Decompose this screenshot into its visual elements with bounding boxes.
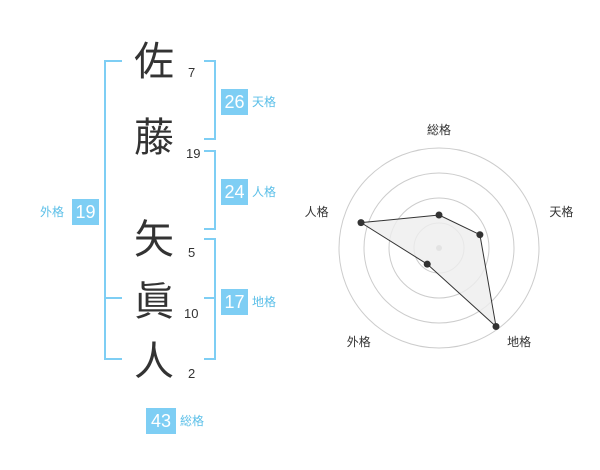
stroke-count-3: 5 xyxy=(188,245,196,260)
soukaku-label: 総格 xyxy=(180,414,205,428)
chikaku-label: 地格 xyxy=(252,295,277,309)
jinkaku-bracket xyxy=(204,150,216,230)
soukaku-value-badge: 43 xyxy=(146,408,176,434)
name-char-1: 佐 xyxy=(134,39,174,85)
gaikaku-value-badge: 19 xyxy=(72,199,99,225)
chikaku-bracket xyxy=(204,238,216,360)
stroke-count-1: 7 xyxy=(188,65,196,80)
stroke-count-4: 10 xyxy=(184,306,199,321)
radar-point-4 xyxy=(423,260,431,268)
radar-point-3 xyxy=(492,322,500,330)
gaikaku-label: 外格 xyxy=(40,205,65,219)
radar-axis-label-3: 地格 xyxy=(507,334,531,349)
radar-polygon xyxy=(359,214,497,328)
radar-axis-label-4: 外格 xyxy=(347,334,371,349)
chikaku-divider-tick xyxy=(204,297,214,299)
jinkaku-label: 人格 xyxy=(252,185,277,199)
radar-point-5 xyxy=(357,219,365,227)
radar-axis-label-2: 天格 xyxy=(549,204,573,219)
radar-point-1 xyxy=(435,211,443,219)
radar-axis-label-1: 総格 xyxy=(427,122,451,137)
radar-axis-label-5: 人格 xyxy=(305,204,329,219)
radar-point-2 xyxy=(476,231,484,239)
radar-ring-3 xyxy=(363,172,515,324)
gaikaku-bracket xyxy=(104,60,122,360)
name-char-3: 矢 xyxy=(134,217,174,263)
tenkaku-value-badge: 26 xyxy=(221,89,248,115)
name-char-5: 人 xyxy=(134,339,174,385)
radar-ring-4 xyxy=(338,147,540,349)
name-char-2: 藤 xyxy=(134,115,174,161)
chikaku-value-badge: 17 xyxy=(221,289,248,315)
name-char-4: 眞 xyxy=(134,279,174,325)
gaikaku-divider-tick xyxy=(104,297,122,299)
tenkaku-bracket xyxy=(204,60,216,140)
stroke-count-2: 19 xyxy=(186,146,201,161)
tenkaku-label: 天格 xyxy=(252,95,277,109)
jinkaku-value-badge: 24 xyxy=(221,179,248,205)
radar-ring-2 xyxy=(388,197,490,299)
stroke-count-5: 2 xyxy=(188,366,196,381)
